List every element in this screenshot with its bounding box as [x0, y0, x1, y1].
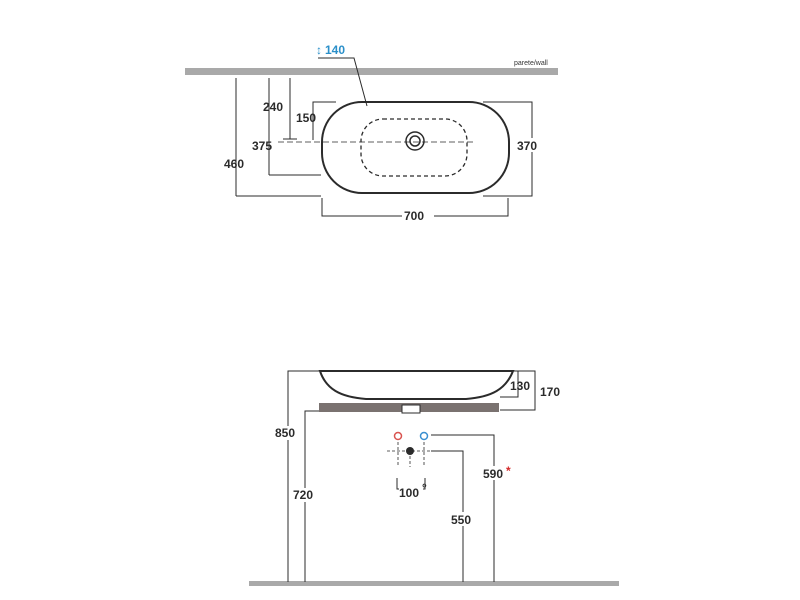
dim-550: 550 [451, 513, 471, 527]
dim-line-850 [287, 370, 320, 582]
arrow-140-icon: ↕ [316, 43, 322, 57]
basin-inner-dashed [360, 118, 468, 177]
dim-line-170 [500, 370, 536, 411]
dim-720: 720 [293, 488, 313, 502]
dim-line-550 [431, 450, 464, 582]
drain-stub [401, 404, 421, 414]
dim-590: 590 [483, 467, 503, 481]
floor-bar [249, 581, 619, 586]
wall-label: parete/wall [514, 60, 548, 67]
cold-valve-icon [419, 431, 429, 441]
dim-line-150 [312, 101, 336, 140]
dim-140: 140 [325, 43, 345, 57]
dim-150: 150 [296, 111, 316, 125]
dim-line-590 [431, 434, 495, 582]
dim-460: 460 [224, 157, 244, 171]
leader-140 [318, 57, 368, 107]
asterisk: * [506, 464, 511, 478]
hot-valve-icon [393, 431, 403, 441]
dim-700: 700 [404, 209, 424, 223]
dim-100: 100 [399, 486, 419, 500]
drain-inner [409, 135, 421, 147]
dim-850: 850 [275, 426, 295, 440]
side-view: 130 170 850 720 100 ° 590 * 550 [249, 370, 619, 586]
degree-mark: ° [422, 481, 427, 495]
wall-bar [185, 68, 558, 75]
basin-profile [318, 370, 515, 400]
dim-130: 130 [510, 379, 530, 393]
basin-outline [321, 101, 510, 194]
drain-outer [405, 131, 425, 151]
dim-240: 240 [263, 100, 283, 114]
dim-170: 170 [540, 385, 560, 399]
dim-370: 370 [517, 139, 537, 153]
dim-line-720 [304, 410, 319, 582]
dim-375: 375 [252, 139, 272, 153]
dim-line-130 [500, 370, 519, 398]
top-view: parete/wall ↕ 140 240 150 375 460 370 [185, 43, 558, 223]
